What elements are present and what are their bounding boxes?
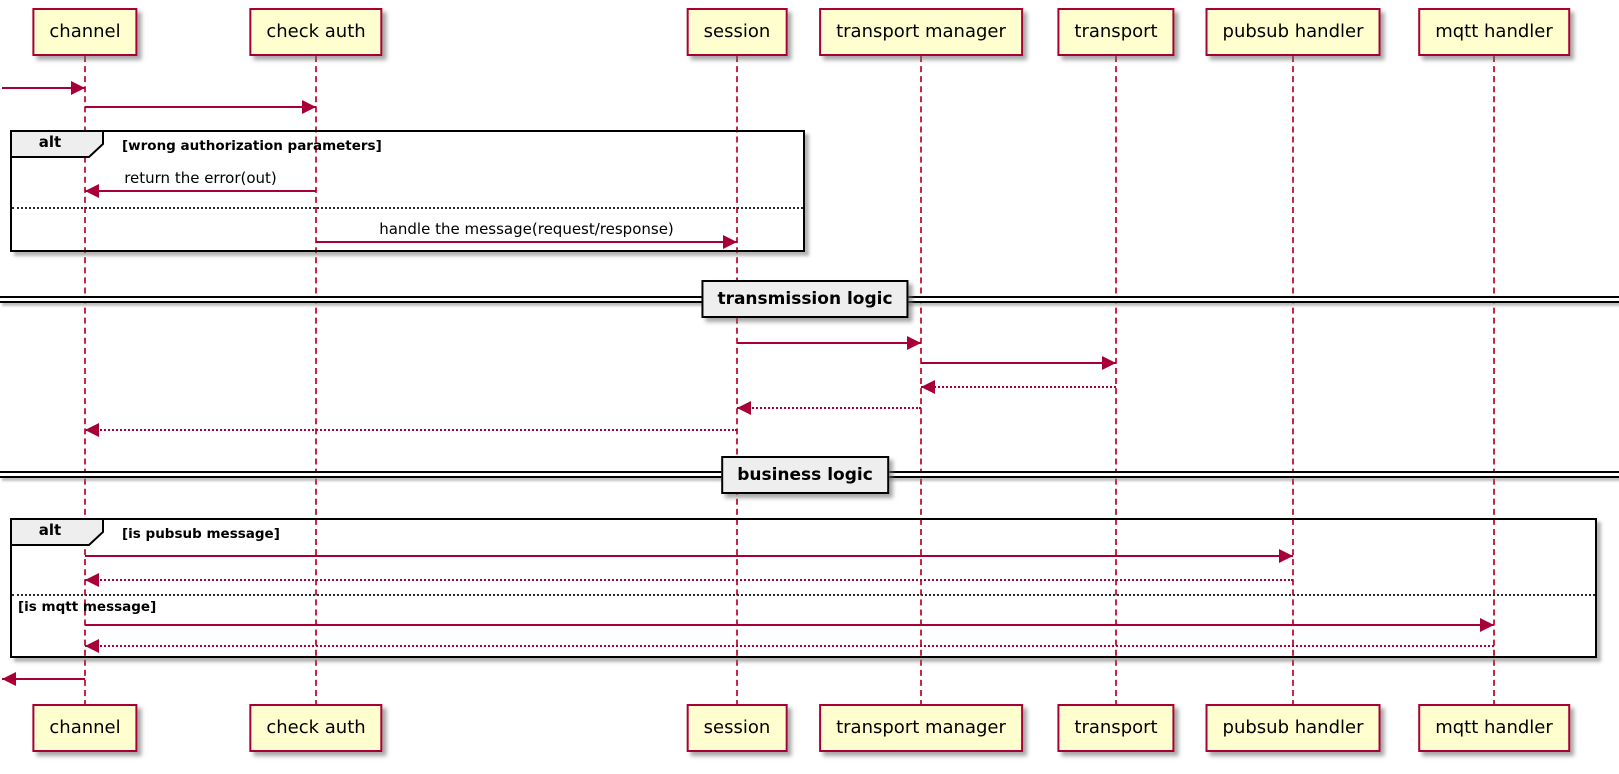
message-arrowhead (2, 672, 16, 686)
participant-bottom-transport-manager: transport manager (819, 704, 1023, 752)
message-line (737, 342, 921, 344)
participant-bottom-mqtt-handler: mqtt handler (1418, 704, 1570, 752)
message-arrowhead (1102, 356, 1116, 370)
participant-bottom-transport: transport (1057, 704, 1175, 752)
participant-top-transport-manager: transport manager (819, 8, 1023, 56)
alt-frame: alt [is pubsub message] [is mqtt message] (10, 518, 1597, 658)
alt-frame-operator: alt (38, 133, 62, 151)
alt-frame-operator: alt (38, 521, 62, 539)
alt-frame-condition: [wrong authorization parameters] (122, 138, 382, 154)
divider-label: business logic (721, 456, 889, 494)
message-label: return the error(out) (124, 169, 277, 187)
lifeline-pubsub-handler (1292, 56, 1294, 706)
alt-frame: alt [wrong authorization parameters] (10, 130, 805, 252)
message-line (316, 241, 737, 243)
message-label: handle the message(request/response) (379, 220, 674, 238)
message-line (85, 106, 316, 108)
message-arrowhead (907, 336, 921, 350)
message-line (85, 429, 737, 431)
lifeline-session (736, 56, 738, 706)
lifeline-check-auth (315, 56, 317, 706)
message-line (921, 362, 1116, 364)
message-arrowhead (921, 380, 935, 394)
message-line (2, 678, 85, 680)
message-arrowhead (85, 423, 99, 437)
message-arrowhead (302, 100, 316, 114)
alt-frame-else-condition: [is mqtt message] (18, 599, 157, 615)
message-arrowhead (1480, 618, 1494, 632)
message-line (85, 190, 316, 192)
participant-top-session: session (686, 8, 788, 56)
participant-top-check-auth: check auth (249, 8, 383, 56)
divider-label: transmission logic (701, 280, 909, 318)
participant-top-pubsub-handler: pubsub handler (1205, 8, 1381, 56)
participant-bottom-check-auth: check auth (249, 704, 383, 752)
message-line (737, 407, 921, 409)
participant-top-transport: transport (1057, 8, 1175, 56)
message-arrowhead (85, 573, 99, 587)
alt-frame-separator (12, 207, 803, 209)
alt-pentagon (10, 518, 104, 546)
message-arrowhead (85, 184, 99, 198)
lifeline-mqtt-handler (1493, 56, 1495, 706)
alt-pentagon (10, 130, 104, 158)
alt-frame-separator (12, 594, 1595, 596)
message-line (2, 87, 85, 89)
lifeline-channel (84, 56, 86, 706)
message-arrowhead (723, 235, 737, 249)
alt-frame-condition: [is pubsub message] (122, 526, 280, 542)
message-line (85, 579, 1293, 581)
participant-bottom-channel: channel (32, 704, 138, 752)
message-line (85, 624, 1494, 626)
message-line (921, 386, 1116, 388)
lifeline-transport (1115, 56, 1117, 706)
message-line (85, 555, 1293, 557)
message-arrowhead (71, 81, 85, 95)
participant-bottom-pubsub-handler: pubsub handler (1205, 704, 1381, 752)
participant-bottom-session: session (686, 704, 788, 752)
message-arrowhead (1279, 549, 1293, 563)
participant-top-channel: channel (32, 8, 138, 56)
message-arrowhead (85, 639, 99, 653)
message-arrowhead (737, 401, 751, 415)
message-line (85, 645, 1494, 647)
participant-top-mqtt-handler: mqtt handler (1418, 8, 1570, 56)
